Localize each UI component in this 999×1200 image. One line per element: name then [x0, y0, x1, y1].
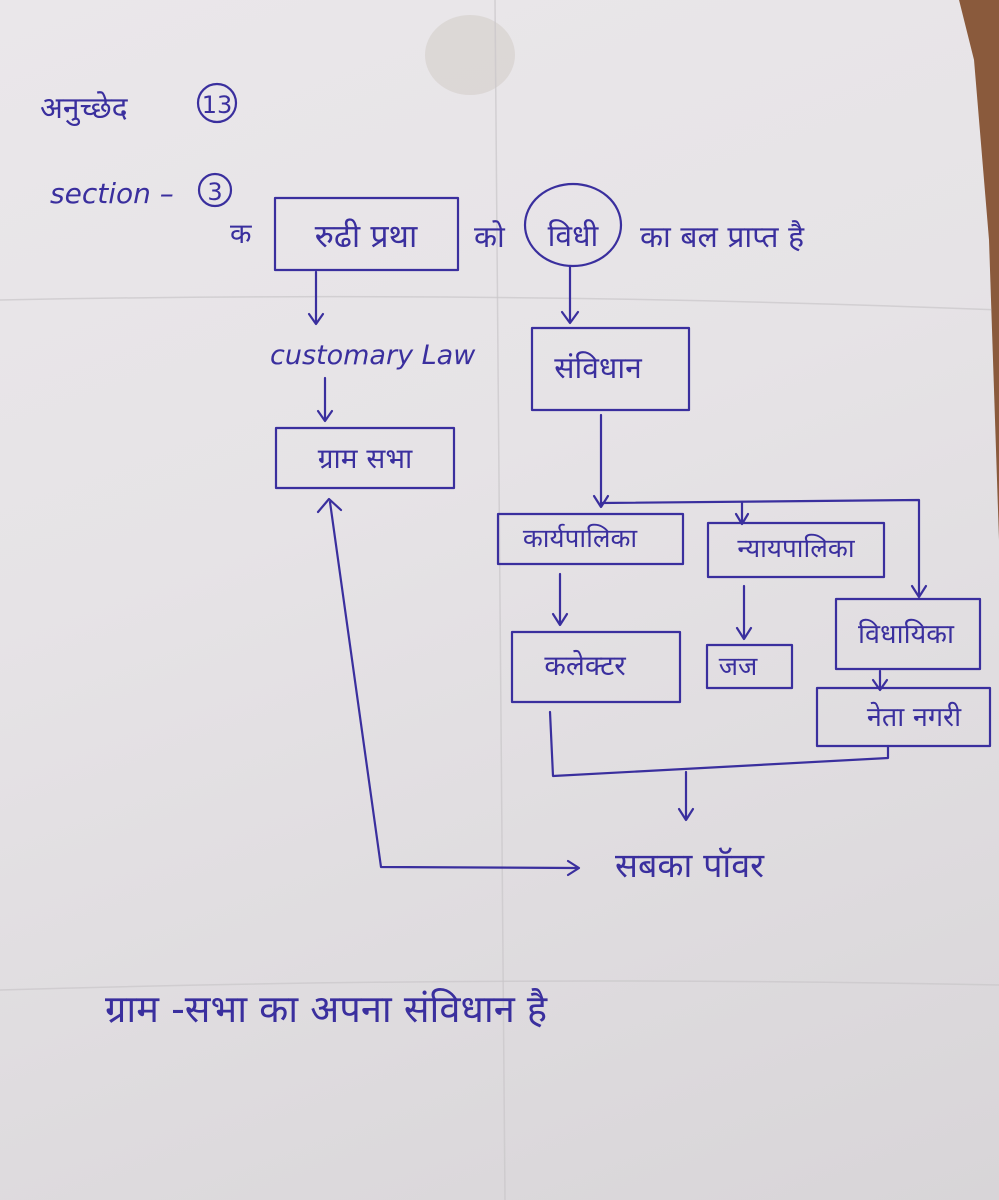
- arrow-head: [677, 807, 695, 822]
- rudhi-pratha-box: [273, 196, 460, 272]
- fold-line: [0, 295, 999, 311]
- paper-stain: [425, 15, 515, 95]
- footer-statement: ग्राम -सभा का अपना संविधान है: [105, 987, 548, 1031]
- customary-law-label: customary Law: [270, 340, 476, 371]
- karyapalika-label: कार्यपालिका: [523, 523, 639, 554]
- neta-nagri-box: [815, 686, 992, 748]
- vidhi-label: विधी: [548, 219, 600, 254]
- arrow-head: [307, 312, 325, 326]
- vidhayika-box: [834, 597, 982, 671]
- vidhayika-label: विधायिका: [858, 618, 955, 650]
- rudhi-pratha-label: रुढी प्रथा: [315, 217, 418, 255]
- samvidhan-label: संविधान: [554, 351, 643, 386]
- vidhi-circle: [523, 182, 623, 268]
- arrow-head: [560, 310, 580, 325]
- section-number: 3: [207, 178, 222, 206]
- karyapalika-box: [496, 512, 685, 566]
- judge-label: जज: [719, 652, 758, 682]
- phrase-bal-prapt: का बल प्राप्त है: [640, 220, 805, 255]
- arrow-head: [551, 612, 569, 627]
- gram-sabha-label: ग्राम सभा: [318, 442, 413, 475]
- article-number-circle: [196, 82, 238, 124]
- word-ka: क: [230, 217, 252, 250]
- arrow-head: [871, 678, 889, 692]
- arrow-head: [316, 497, 343, 514]
- arrow-head: [910, 584, 928, 599]
- neta-nagri-label: नेता नगरी: [867, 701, 962, 733]
- connector-power-to-gram-sabha: [328, 500, 578, 870]
- collector-box: [510, 630, 682, 704]
- arrow-head: [316, 409, 334, 423]
- fold-line: [0, 980, 999, 991]
- connector-to-sabka-power: [548, 710, 890, 778]
- connector-to-vidhayika: [599, 498, 921, 598]
- gram-sabha-box: [274, 426, 456, 490]
- arrow-head: [735, 626, 753, 641]
- arrow-head: [566, 859, 581, 877]
- section-label: section –: [50, 177, 174, 210]
- section-number-circle: [197, 172, 233, 208]
- article-number: 13: [202, 91, 233, 119]
- judge-box: [705, 643, 794, 690]
- word-ko: को: [474, 220, 506, 255]
- sabka-power-label: सबका पॉवर: [615, 846, 765, 886]
- collector-label: कलेक्टर: [544, 649, 626, 682]
- heading-anuchchhed: अनुच्छेद: [40, 91, 129, 127]
- fold-line: [494, 0, 506, 1200]
- samvidhan-box: [530, 326, 691, 412]
- arrow-head: [592, 494, 610, 509]
- nyayapalika-label: न्यायपालिका: [737, 533, 855, 564]
- nyayapalika-box: [706, 521, 886, 579]
